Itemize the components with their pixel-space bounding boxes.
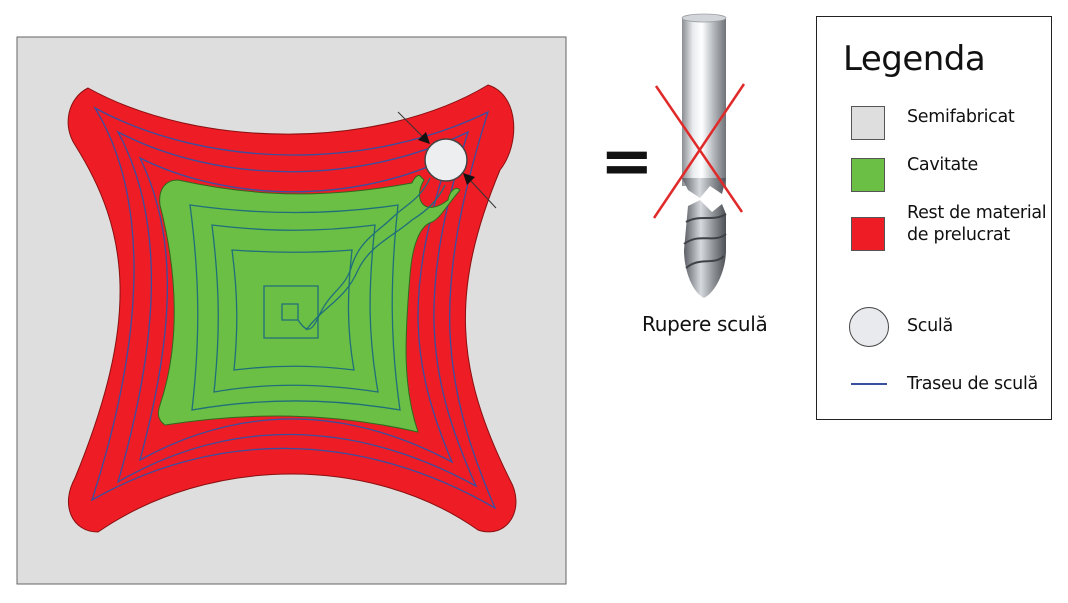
workpiece-swatch: [851, 106, 885, 140]
cavity-toolpath-3: [231, 249, 355, 371]
cavity-toolpath-entry: [297, 177, 431, 330]
cavity-swatch: [851, 158, 885, 192]
arrow-head-bottom: [463, 173, 475, 185]
cross-stroke-2: [652, 83, 746, 219]
tool-legend-icon: [849, 307, 889, 347]
arrow-head-top: [418, 132, 430, 144]
arrow-line-top: [397, 111, 425, 139]
legend-label-tool: Sculă: [907, 316, 953, 336]
toolpath-inner: [138, 156, 454, 464]
tool-break-caption: Rupere sculă: [642, 312, 768, 336]
legend-title: Legenda: [843, 39, 986, 79]
legend-label-cavity: Cavitate: [907, 155, 978, 175]
toolpath-middle: [116, 130, 478, 488]
cavity-toolpath-4: [263, 285, 319, 339]
arrow-line-bottom: [469, 179, 497, 209]
broken-tool-illustration: [681, 13, 727, 298]
legend-label-workpiece: Semifabricat: [907, 107, 1015, 127]
cavity-toolpath-1: [189, 204, 401, 411]
toolpath-outer: [90, 106, 497, 510]
equals-sign: =: [600, 125, 654, 199]
toolpath-legend-icon: [851, 383, 887, 385]
cavity-toolpath-entry-2: [305, 184, 446, 331]
legend: Legenda Semifabricat Cavitate Rest de ma…: [816, 16, 1052, 420]
cavity-toolpath-2: [211, 224, 379, 393]
legend-label-remaining-line1: Rest de material: [907, 203, 1047, 223]
legend-label-remaining-line2: de prelucrat: [907, 225, 1010, 245]
remaining-swatch: [851, 217, 885, 251]
legend-label-toolpath: Traseu de sculă: [907, 374, 1038, 394]
tool-circle: [424, 138, 468, 182]
